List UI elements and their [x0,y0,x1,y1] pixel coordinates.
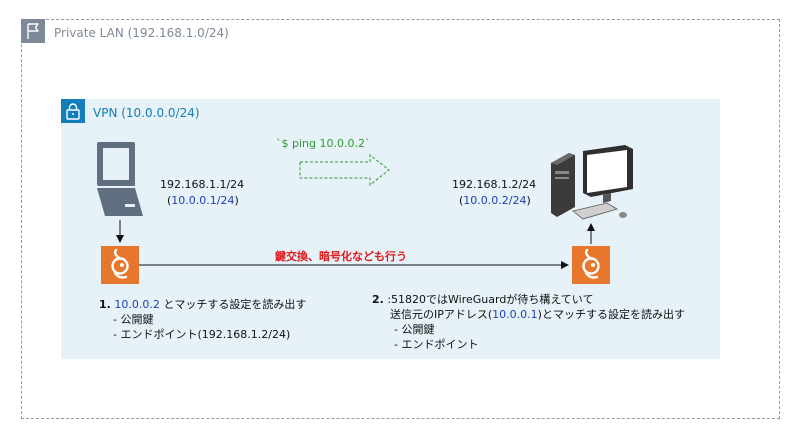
note-2-item-endpoint: - エンドポイント [394,338,479,351]
note-2-ip: 10.0.0.1 [492,308,538,321]
note-1-item-endpoint: - エンドポイント(192.168.1.2/24) [113,328,291,341]
note-2: 2. :51820ではWireGuardが待ち構えていて 送信元のIPアドレス(… [372,292,685,352]
note-1-number: 1. [99,298,111,311]
left-host-ip-label: 192.168.1.1/24 (10.0.0.1/24) [160,177,244,209]
note-2-line-2-pre: 送信元のIPアドレス( [390,308,493,321]
vpn-group [61,99,720,359]
note-2-line-1: :51820ではWireGuardが待ち構えていて [383,293,594,306]
right-host-vpn-ip-line: (10.0.0.2/24) [459,194,531,207]
note-1-item-public-key: - 公開鍵 [113,313,154,326]
private-lan-group [21,19,780,419]
left-host-vpn-ip: 10.0.0.1/24 [171,194,235,207]
note-1-ip: 10.0.0.2 [114,298,160,311]
note-2-number: 2. [372,293,384,306]
vpn-label: VPN (10.0.0.0/24) [93,106,200,120]
left-host-ip: 192.168.1.1/24 [160,178,245,191]
ping-arrow [299,153,390,187]
wireguard-icon [101,246,139,284]
left-host-vpn-ip-line: (10.0.0.1/24) [167,194,239,207]
note-2-line-2-post: )とマッチする設定を読み出す [537,308,685,321]
flag-icon [21,19,45,43]
key-exchange-label: 鍵交換、暗号化なども行う [275,250,407,263]
right-host-vpn-ip: 10.0.0.2/24 [463,194,527,207]
laptop-icon [95,140,145,224]
note-1: 1. 10.0.0.2 とマッチする設定を読み出す - 公開鍵 - エンドポイン… [99,297,306,342]
note-2-item-public-key: - 公開鍵 [394,323,435,336]
private-lan-label: Private LAN (192.168.1.0/24) [54,26,229,40]
right-host-ip-label: 192.168.1.2/24 (10.0.0.2/24) [452,177,536,209]
ping-command-label: `$ ping 10.0.0.2` [276,137,371,150]
lock-icon [61,99,85,123]
note-1-text: とマッチする設定を読み出す [159,298,307,311]
wireguard-icon [572,246,610,284]
desktop-computer-icon [545,145,637,229]
right-host-ip: 192.168.1.2/24 [452,178,537,191]
